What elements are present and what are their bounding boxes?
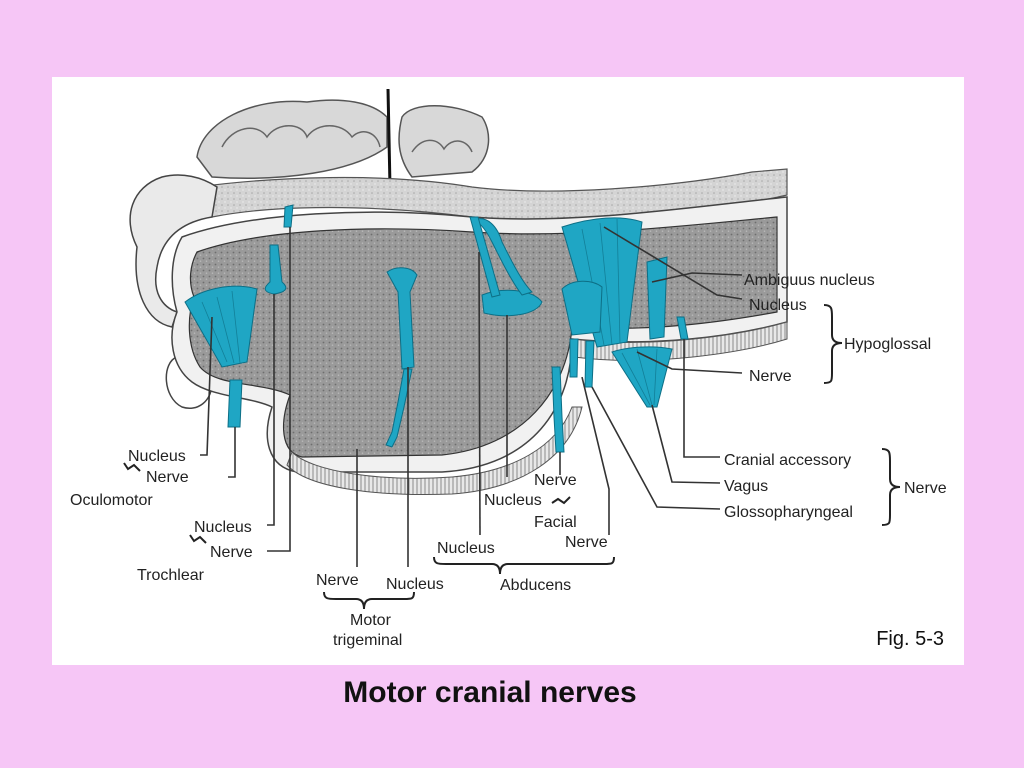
leader-lines (200, 226, 743, 567)
label-nerve-group: Nerve (904, 480, 947, 497)
midbrain-tectum (129, 174, 218, 328)
trochlear-nerve-shape (283, 204, 294, 228)
trochlear-nucleus-shape (264, 244, 287, 295)
label-motor-trigeminal-1: Motor (350, 612, 392, 629)
label-hypoglossal-nucleus: Nucleus (749, 297, 807, 314)
facial-nerve-loop (476, 218, 533, 296)
label-abducens-nerve: Nerve (565, 534, 608, 551)
label-hypoglossal-nerve: Nerve (749, 368, 792, 385)
label-ambiguus-nucleus: Ambiguus nucleus (744, 272, 875, 289)
dorsal-vagal-shape (561, 280, 603, 336)
label-trochlear-nucleus: Nucleus (194, 519, 252, 536)
pons-surface (286, 406, 583, 495)
label-glossopharyngeal: Glossopharyngeal (724, 504, 853, 521)
label-abducens: Abducens (500, 577, 571, 594)
facial-nucleus-shape (481, 289, 543, 317)
oculomotor-nucleus-shape (184, 285, 258, 368)
label-trochlear: Trochlear (137, 567, 205, 584)
trigeminal-nerve-shape (385, 368, 413, 448)
label-motor-trigeminal-2: trigeminal (333, 632, 402, 649)
ventricle-roof (196, 168, 788, 222)
label-abducens-nucleus: Nucleus (437, 540, 495, 557)
cerebellum (196, 88, 490, 188)
label-facial-nerve: Nerve (534, 472, 577, 489)
accessory-root (676, 316, 689, 340)
label-oculomotor: Oculomotor (70, 492, 153, 509)
brainstem-diagram: Ambiguus nucleus Nucleus Nerve Hypogloss… (70, 88, 947, 649)
braces (123, 304, 901, 610)
label-vagus: Vagus (724, 478, 768, 495)
hypoglossal-nucleus-shape (561, 217, 643, 348)
label-trigeminal-nerve: Nerve (316, 572, 359, 589)
facial-nerve-exit (551, 366, 565, 453)
label-trochlear-nerve: Nerve (210, 544, 253, 561)
label-oculomotor-nucleus: Nucleus (128, 448, 186, 465)
label-facial-nucleus: Nucleus (484, 492, 542, 509)
oculomotor-nerve-shape (227, 379, 243, 428)
figure-number: Fig. 5-3 (876, 628, 944, 650)
glossopharyngeal-root (569, 338, 579, 378)
label-oculomotor-nerve: Nerve (146, 469, 189, 486)
slide-title: Motor cranial nerves (343, 676, 637, 709)
label-facial: Facial (534, 514, 577, 531)
figure-panel: Ambiguus nucleus Nucleus Nerve Hypogloss… (52, 77, 964, 665)
label-trigeminal-nucleus: Nucleus (386, 576, 444, 593)
vagus-cone-shape (611, 346, 673, 408)
nerve-nuclei (184, 204, 689, 453)
label-cranial-accessory: Cranial accessory (724, 452, 851, 469)
label-hypoglossal: Hypoglossal (844, 336, 931, 353)
ambiguus-nucleus-shape (646, 256, 668, 340)
